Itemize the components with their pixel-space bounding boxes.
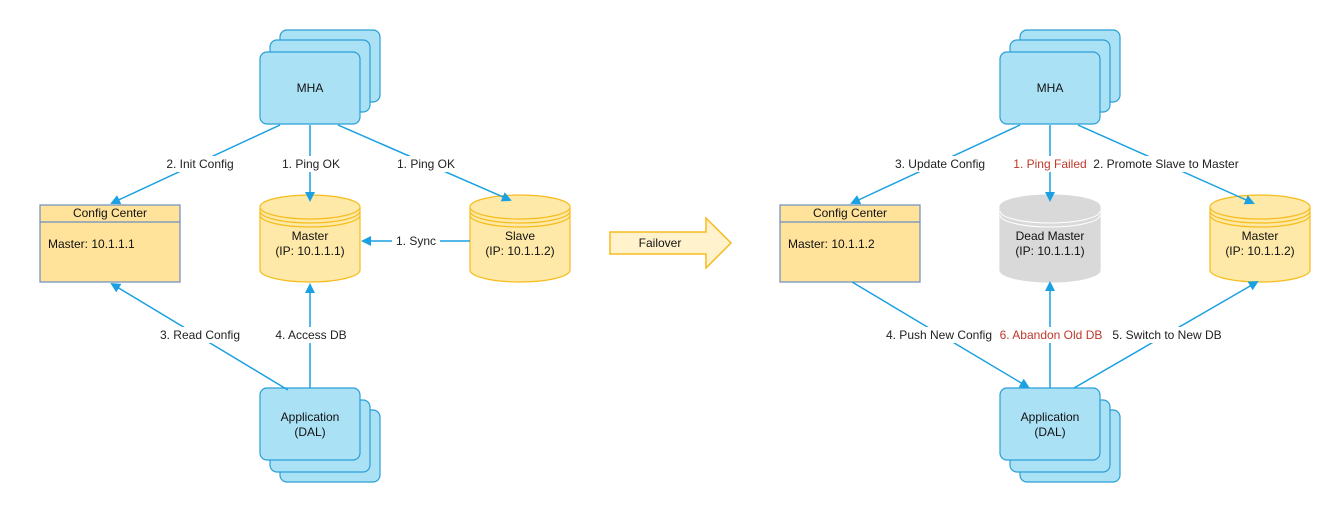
application-sub-right: (DAL) <box>1034 425 1065 439</box>
slave-label-left: Slave <box>505 229 535 243</box>
application-label-left: Application <box>281 410 340 424</box>
mha-label-right: MHA <box>1037 81 1064 95</box>
config-center-right[interactable]: Config Center Master: 10.1.1.2 <box>779 204 921 283</box>
application-node-left[interactable]: Application (DAL) <box>259 387 381 483</box>
mha-label-left: MHA <box>297 81 324 95</box>
master-ip-right: (IP: 10.1.1.2) <box>1225 244 1294 258</box>
master-label-left: Master <box>292 229 329 243</box>
slave-db-left[interactable]: Slave (IP: 10.1.1.2) <box>469 194 571 283</box>
label-init-config: 2. Init Config <box>166 157 233 171</box>
label-promote: 2. Promote Slave to Master <box>1093 157 1238 171</box>
label-ping-slave: 1. Ping OK <box>397 157 455 171</box>
application-label-right: Application <box>1021 410 1080 424</box>
dead-master-db[interactable]: Dead Master (IP: 10.1.1.1) <box>999 194 1101 283</box>
dead-master-label: Dead Master <box>1016 229 1085 243</box>
master-ip-left: (IP: 10.1.1.1) <box>275 244 344 258</box>
config-center-left[interactable]: Config Center Master: 10.1.1.1 <box>39 204 181 283</box>
master-label-right: Master <box>1242 229 1279 243</box>
config-center-title-left: Config Center <box>73 206 147 220</box>
label-abandon: 6. Abandon Old DB <box>1000 328 1103 342</box>
dead-master-ip: (IP: 10.1.1.1) <box>1015 244 1084 258</box>
label-read-config: 3. Read Config <box>160 328 240 342</box>
failover-label: Failover <box>639 236 682 250</box>
master-db-right[interactable]: Master (IP: 10.1.1.2) <box>1209 194 1311 283</box>
config-center-title-right: Config Center <box>813 206 887 220</box>
mha-node-right[interactable]: MHA <box>999 29 1121 125</box>
config-center-value-left: Master: 10.1.1.1 <box>48 237 135 251</box>
application-sub-left: (DAL) <box>294 425 325 439</box>
mha-node-left[interactable]: MHA <box>259 29 381 125</box>
master-db-left[interactable]: Master (IP: 10.1.1.1) <box>259 194 361 283</box>
label-ping-master: 1. Ping OK <box>282 157 340 171</box>
label-update-config: 3. Update Config <box>895 157 985 171</box>
label-sync: 1. Sync <box>396 234 436 248</box>
config-center-value-right: Master: 10.1.1.2 <box>788 237 875 251</box>
label-access-db: 4. Access DB <box>275 328 346 342</box>
failover-arrow: Failover <box>609 216 733 270</box>
label-switch-db: 5. Switch to New DB <box>1112 328 1221 342</box>
slave-ip-left: (IP: 10.1.1.2) <box>485 244 554 258</box>
label-ping-failed: 1. Ping Failed <box>1013 157 1086 171</box>
label-push-config: 4. Push New Config <box>886 328 992 342</box>
application-node-right[interactable]: Application (DAL) <box>999 387 1121 483</box>
